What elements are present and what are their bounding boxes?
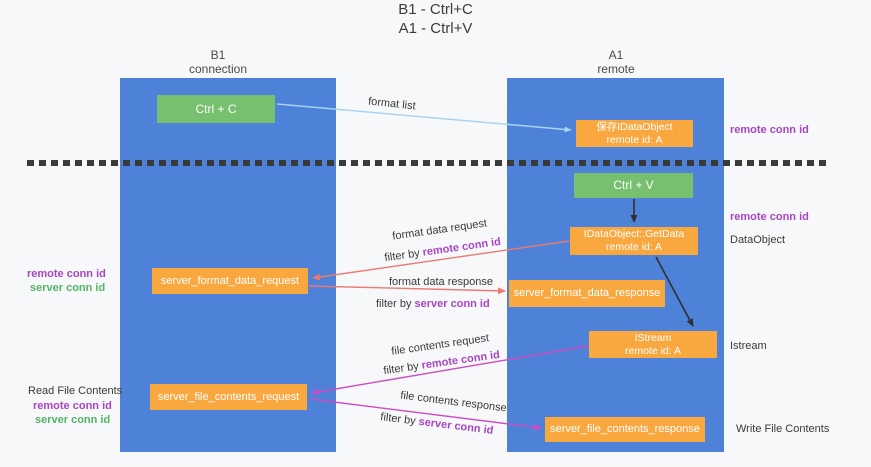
title-line-1: B1 - Ctrl+C <box>398 1 473 18</box>
istream-line2: remote id: A <box>624 345 682 357</box>
b1-subtitle: connection <box>188 62 248 76</box>
copy-paste-divider-dashed-line <box>27 160 830 166</box>
server-conn-id-text: server conn id <box>414 298 490 310</box>
title-line-2: A1 - Ctrl+V <box>398 20 473 37</box>
istream-box: IStream remote id: A <box>589 331 717 358</box>
file-contents-response-filter-label: filter by server conn id <box>380 411 494 437</box>
getdata-line1: IDataObject::GetData <box>583 228 685 240</box>
save-dataobject-line1: 保存IDataObject <box>596 121 673 133</box>
format-data-response-filter-label: filter by server conn id <box>376 298 490 310</box>
b1-name: B1 <box>210 48 226 62</box>
filter-by-text: filter by <box>383 246 424 265</box>
dataobject-label: DataObject <box>730 234 786 246</box>
a1-name: A1 <box>608 48 624 62</box>
left-remote-conn-id-label-2: remote conn id <box>33 400 112 412</box>
getdata-box: IDataObject::GetData remote id: A <box>570 227 698 255</box>
save-dataobject-box: 保存IDataObject remote id: A <box>576 120 693 147</box>
server-conn-id-text: server conn id <box>417 415 495 437</box>
write-file-contents-label: Write File Contents <box>736 423 830 435</box>
column-header-b1: B1 connection <box>158 48 278 76</box>
istream-line1: IStream <box>634 332 672 344</box>
filter-by-text: filter by <box>379 411 420 428</box>
server-format-data-request-box: server_format_data_request <box>152 268 308 294</box>
file-contents-response-label: file contents response <box>399 389 508 415</box>
left-remote-conn-id-label: remote conn id <box>27 268 106 280</box>
server-format-data-response-box: server_format_data_response <box>509 280 665 307</box>
ctrl-v-box: Ctrl + V <box>574 173 693 198</box>
left-server-conn-id-label: server conn id <box>30 282 106 294</box>
server-file-contents-request-box: server_file_contents_request <box>150 384 307 410</box>
right-remote-conn-id-label-top: remote conn id <box>730 124 809 136</box>
a1-subtitle: remote <box>597 62 635 76</box>
getdata-line2: remote id: A <box>605 241 663 253</box>
right-remote-conn-id-label-mid: remote conn id <box>730 211 809 223</box>
filter-by-text: filter by <box>376 298 415 310</box>
server-file-contents-response-box: server_file_contents_response <box>545 417 705 442</box>
filter-by-text: filter by <box>382 359 423 378</box>
diagram-title: B1 - Ctrl+C A1 - Ctrl+V <box>0 0 871 38</box>
remote-conn-id-text: remote conn id <box>420 348 501 372</box>
read-file-contents-label: Read File Contents <box>28 385 123 397</box>
save-dataobject-line2: remote id: A <box>606 134 663 146</box>
remote-conn-id-text: remote conn id <box>421 235 502 259</box>
format-data-response-label: format data response <box>389 276 493 288</box>
istream-label: Istream <box>730 340 767 352</box>
column-header-a1: A1 remote <box>556 48 676 76</box>
left-server-conn-id-label-2: server conn id <box>35 414 111 426</box>
ctrl-c-box: Ctrl + C <box>157 95 275 123</box>
format-list-label: format list <box>367 95 417 113</box>
